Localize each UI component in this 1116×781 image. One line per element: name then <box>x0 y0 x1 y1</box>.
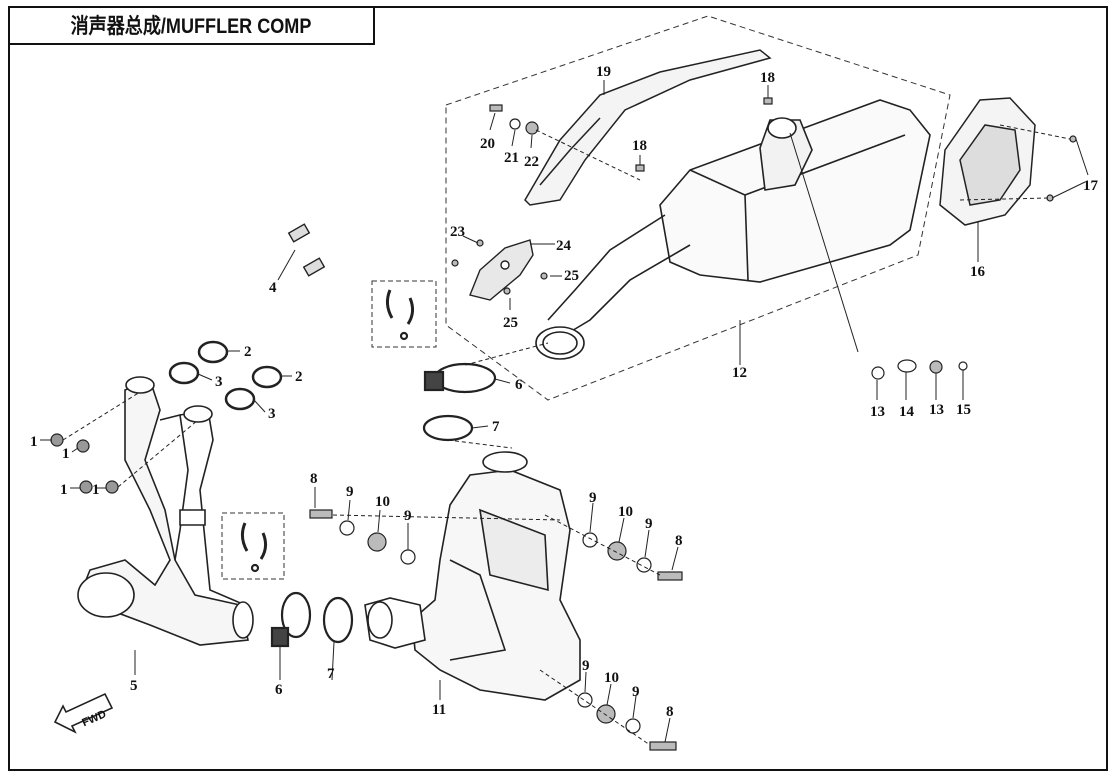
callout-1: 1 <box>30 434 38 450</box>
heat-shield-19 <box>524 49 772 206</box>
callout-10: 10 <box>618 504 633 520</box>
diagram-border <box>8 6 1108 771</box>
callout-1: 1 <box>92 482 100 498</box>
catalyst-body-11 <box>364 451 581 701</box>
callout-19: 19 <box>596 64 611 80</box>
callout-3: 3 <box>215 374 223 390</box>
callout-12: 12 <box>732 365 747 381</box>
callout-24: 24 <box>556 238 572 254</box>
page-title: 消声器总成/MUFFLER COMP <box>70 15 312 38</box>
callout-9: 9 <box>632 684 640 700</box>
callout-5: 5 <box>130 678 138 694</box>
callout-9: 9 <box>582 658 590 674</box>
callout-25: 25 <box>564 268 579 284</box>
callout-9: 9 <box>645 516 653 532</box>
bracket-24 <box>469 239 534 301</box>
callout-25: 25 <box>503 315 518 331</box>
callout-6: 6 <box>515 377 523 393</box>
callout-18: 18 <box>760 70 775 86</box>
callout-9: 9 <box>346 484 354 500</box>
callout-20: 20 <box>480 136 495 152</box>
callout-17: 17 <box>1083 178 1099 194</box>
clamp-kit-box-upper <box>371 280 437 348</box>
callout-2: 2 <box>295 369 303 385</box>
forward-arrow-icon: FWD <box>53 692 114 734</box>
end-cap-16 <box>939 97 1036 226</box>
callout-14: 14 <box>899 404 915 420</box>
callout-2: 2 <box>244 344 252 360</box>
callout-22: 22 <box>524 154 539 170</box>
callout-1: 1 <box>62 446 70 462</box>
callout-8: 8 <box>310 471 318 487</box>
exhaust-pipe-5 <box>77 376 254 646</box>
callout-13: 13 <box>929 402 944 418</box>
callout-10: 10 <box>604 670 619 686</box>
callout-13: 13 <box>870 404 885 420</box>
callout-labels: 1 1 1 1 2 2 3 3 4 5 6 6 7 7 8 8 8 9 9 9 … <box>30 64 1099 720</box>
callout-11: 11 <box>432 702 446 718</box>
callout-9: 9 <box>589 490 597 506</box>
leader-lines <box>40 80 1089 746</box>
assembly-outline-12 <box>445 15 951 401</box>
callout-3: 3 <box>268 406 276 422</box>
callout-1: 1 <box>60 482 68 498</box>
title-box: 消声器总成/MUFFLER COMP <box>9 7 375 45</box>
gaskets-2-3 <box>168 340 283 411</box>
callout-21: 21 <box>504 150 519 166</box>
callout-8: 8 <box>666 704 674 720</box>
callout-4: 4 <box>269 280 277 296</box>
callout-16: 16 <box>970 264 986 280</box>
clamps-gaskets-6-7 <box>240 289 497 648</box>
callout-15: 15 <box>956 402 971 418</box>
muffler-body <box>535 99 931 360</box>
callout-7: 7 <box>492 419 500 435</box>
callout-23: 23 <box>450 224 465 240</box>
callout-8: 8 <box>675 533 683 549</box>
callout-6: 6 <box>275 682 283 698</box>
callout-18: 18 <box>632 138 647 154</box>
callout-7: 7 <box>327 666 335 682</box>
callout-9: 9 <box>404 508 412 524</box>
callout-10: 10 <box>375 494 390 510</box>
o2-sensors-4 <box>287 223 326 277</box>
